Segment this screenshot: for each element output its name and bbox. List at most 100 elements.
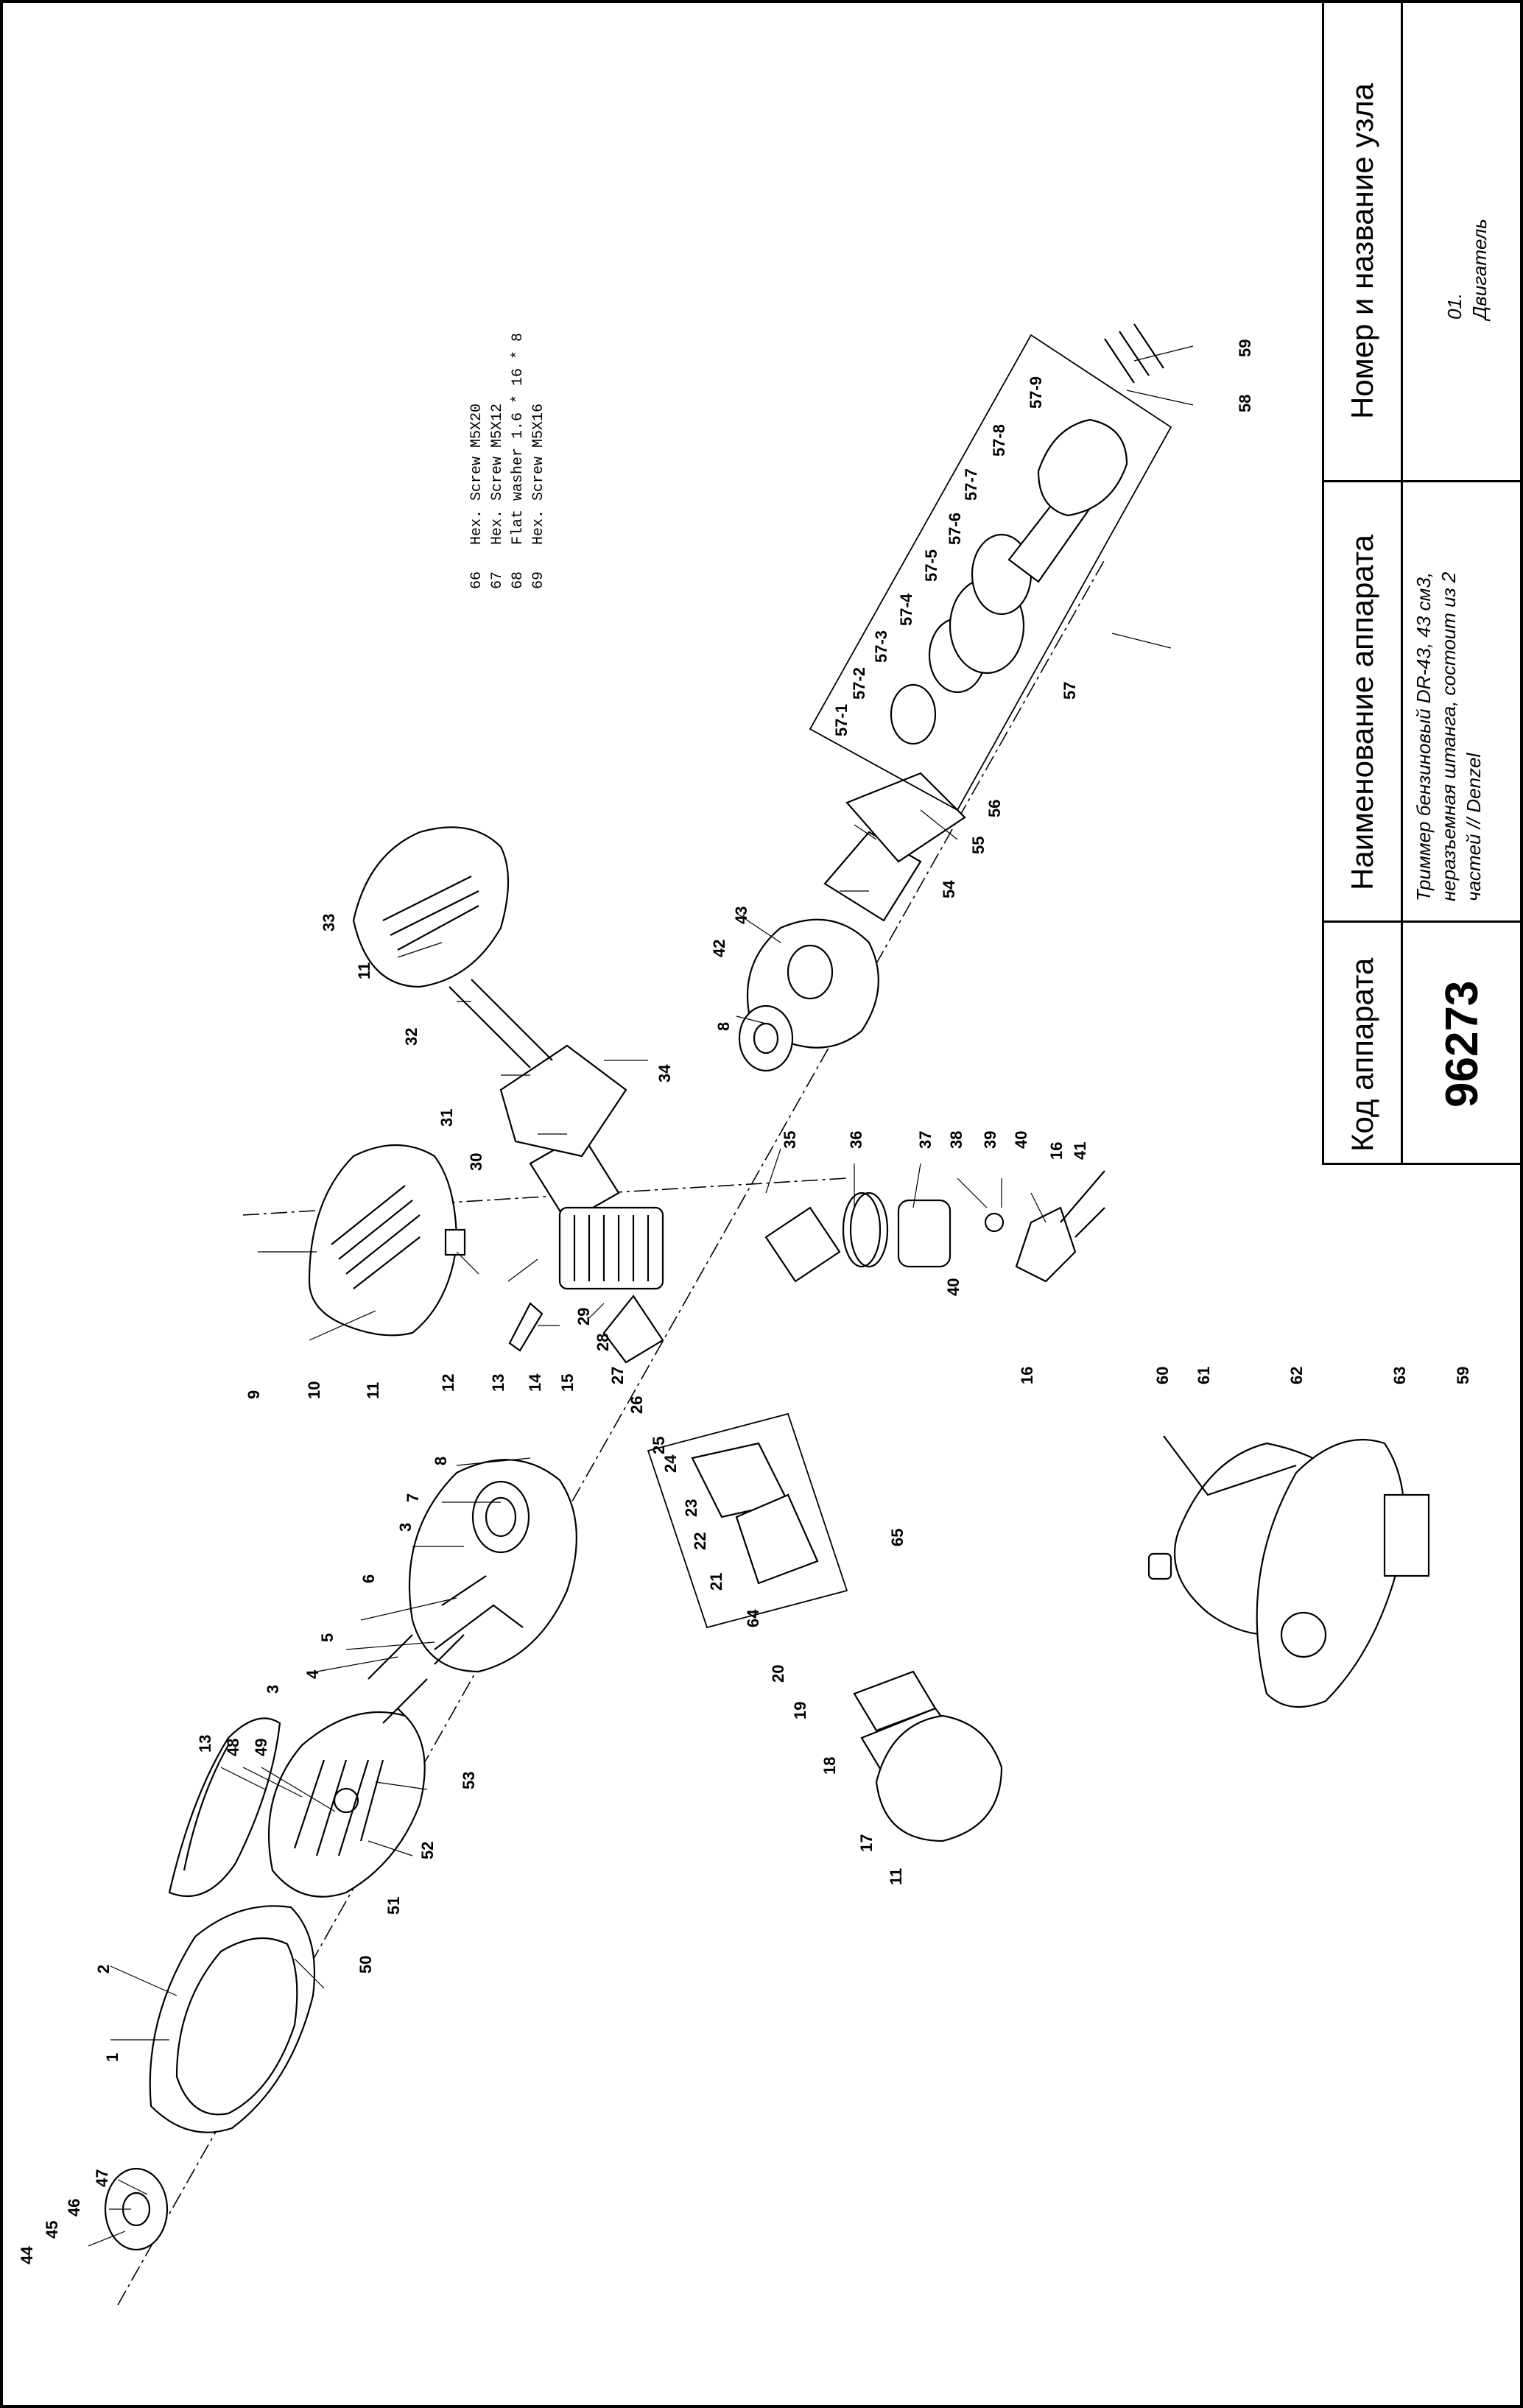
callout-28: 28 — [594, 1334, 612, 1351]
legend-desc-69: Hex. Screw M5X16 — [530, 404, 547, 545]
callout-13a: 13 — [489, 1374, 507, 1392]
callout-57-2: 57-2 — [850, 667, 868, 700]
callout-32: 32 — [402, 1028, 421, 1046]
callout-8a: 8 — [432, 1457, 450, 1465]
callout-56: 56 — [985, 800, 1004, 817]
callout-57-1: 57-1 — [832, 704, 851, 736]
callout-11b: 11 — [355, 962, 373, 979]
callout-4: 4 — [303, 1669, 322, 1679]
part-muffler — [352, 826, 510, 988]
callout-1: 1 — [103, 2053, 122, 2062]
callout-6: 6 — [359, 1574, 378, 1583]
callout-25: 25 — [650, 1437, 668, 1454]
callout-51: 51 — [384, 1897, 403, 1915]
callout-14: 14 — [526, 1373, 544, 1392]
callout-3a: 3 — [264, 1685, 282, 1694]
callout-18: 18 — [820, 1757, 839, 1775]
callout-57-5: 57-5 — [922, 549, 940, 582]
part-insulator — [499, 1044, 627, 1158]
name-header: Наименование аппарата — [1345, 535, 1379, 890]
callout-21: 21 — [707, 1573, 725, 1591]
callout-2: 2 — [94, 1965, 113, 1974]
callout-labels: 1 2 3 3 4 5 6 7 8 8 9 10 11 11 11 12 13 … — [18, 339, 1472, 2264]
assembly-axis-center — [242, 1177, 848, 1216]
title-block: Номер и название узла 01. Двигатель Наим… — [1322, 3, 1520, 1165]
callout-41: 41 — [1071, 1142, 1089, 1160]
callout-64: 64 — [744, 1609, 762, 1627]
callout-54: 54 — [940, 880, 958, 898]
part-piston — [897, 1199, 952, 1268]
callout-46: 46 — [65, 2199, 83, 2217]
legend-desc-66: Hex. Screw M5X20 — [468, 404, 485, 545]
callout-15: 15 — [558, 1374, 577, 1392]
callout-30: 30 — [467, 1153, 485, 1171]
callout-59b: 59 — [1454, 1367, 1472, 1384]
parts-legend: 66 Hex. Screw M5X20 67 Hex. Screw M5X12 … — [468, 333, 547, 589]
callout-40b: 40 — [944, 1278, 963, 1296]
callout-23: 23 — [682, 1499, 700, 1517]
code-header: Код аппарата — [1345, 957, 1379, 1152]
carburetor-group-frame — [647, 1412, 848, 1629]
part-bearing — [738, 1004, 794, 1072]
part-spark-plug — [508, 1302, 544, 1352]
callout-37: 37 — [916, 1131, 935, 1149]
callout-20: 20 — [769, 1665, 787, 1683]
legend-num-68: 68 — [510, 571, 527, 589]
callout-3b: 3 — [396, 1523, 415, 1532]
callout-55: 55 — [969, 837, 988, 854]
callout-11c: 11 — [887, 1868, 905, 1885]
callout-19: 19 — [791, 1702, 809, 1719]
callout-38: 38 — [947, 1131, 965, 1149]
callout-53: 53 — [460, 1772, 478, 1789]
part-base-gasket — [764, 1206, 841, 1283]
part-fuel-cap — [1147, 1552, 1172, 1580]
callout-57: 57 — [1061, 682, 1079, 700]
part-air-filter — [853, 1670, 1003, 1842]
part-engine-cover — [308, 1144, 458, 1337]
unit-value: 01. Двигатель — [1443, 219, 1491, 320]
callout-33: 33 — [320, 914, 338, 932]
part-handle-assembly — [1163, 1435, 1430, 1708]
callout-9: 9 — [245, 1390, 263, 1399]
callout-36: 36 — [847, 1131, 865, 1149]
part-starter-housing — [149, 1905, 316, 2133]
legend-desc-67: Hex. Screw M5X12 — [489, 404, 506, 545]
callout-62: 62 — [1287, 1367, 1306, 1384]
callout-10: 10 — [305, 1381, 323, 1399]
callout-40a: 40 — [1012, 1131, 1030, 1149]
part-cylinder — [558, 1206, 664, 1364]
legend-desc-68: Flat washer 1.6 * 16 * 8 — [510, 333, 527, 545]
callout-57-6: 57-6 — [946, 513, 964, 545]
callout-22: 22 — [691, 1532, 709, 1550]
legend-num-67: 67 — [489, 571, 506, 589]
part-starter-plate — [845, 772, 966, 863]
callout-12: 12 — [439, 1374, 457, 1392]
callout-63: 63 — [1390, 1367, 1409, 1384]
callout-43: 43 — [732, 906, 750, 924]
part-spacer — [444, 1228, 466, 1256]
name-value: Триммер бензиновый DR-43, 43 см3, неразъ… — [1413, 571, 1485, 901]
callout-44: 44 — [18, 2246, 36, 2264]
callout-17: 17 — [857, 1834, 876, 1852]
callout-65: 65 — [888, 1529, 907, 1546]
callout-57-9: 57-9 — [1027, 376, 1045, 409]
callout-52: 52 — [418, 1842, 437, 1859]
recoil-starter-group-frame — [809, 334, 1172, 812]
callout-24: 24 — [661, 1454, 680, 1473]
part-piston-rings — [842, 1191, 882, 1268]
callout-27: 27 — [608, 1367, 627, 1384]
callout-35: 35 — [781, 1131, 799, 1149]
callout-26: 26 — [627, 1396, 646, 1414]
unit-header: Номер и название узла — [1345, 83, 1379, 419]
callout-49: 49 — [252, 1739, 270, 1756]
callout-5: 5 — [318, 1633, 337, 1642]
callout-16b: 16 — [1047, 1142, 1066, 1160]
callout-60: 60 — [1153, 1367, 1172, 1384]
callout-57-3: 57-3 — [872, 630, 890, 663]
callout-31: 31 — [437, 1109, 456, 1127]
callout-61: 61 — [1195, 1367, 1213, 1384]
part-muffler-guard — [168, 1717, 281, 1898]
part-flywheel-fan — [268, 1711, 426, 1898]
code-value: 96273 — [1437, 980, 1488, 1108]
